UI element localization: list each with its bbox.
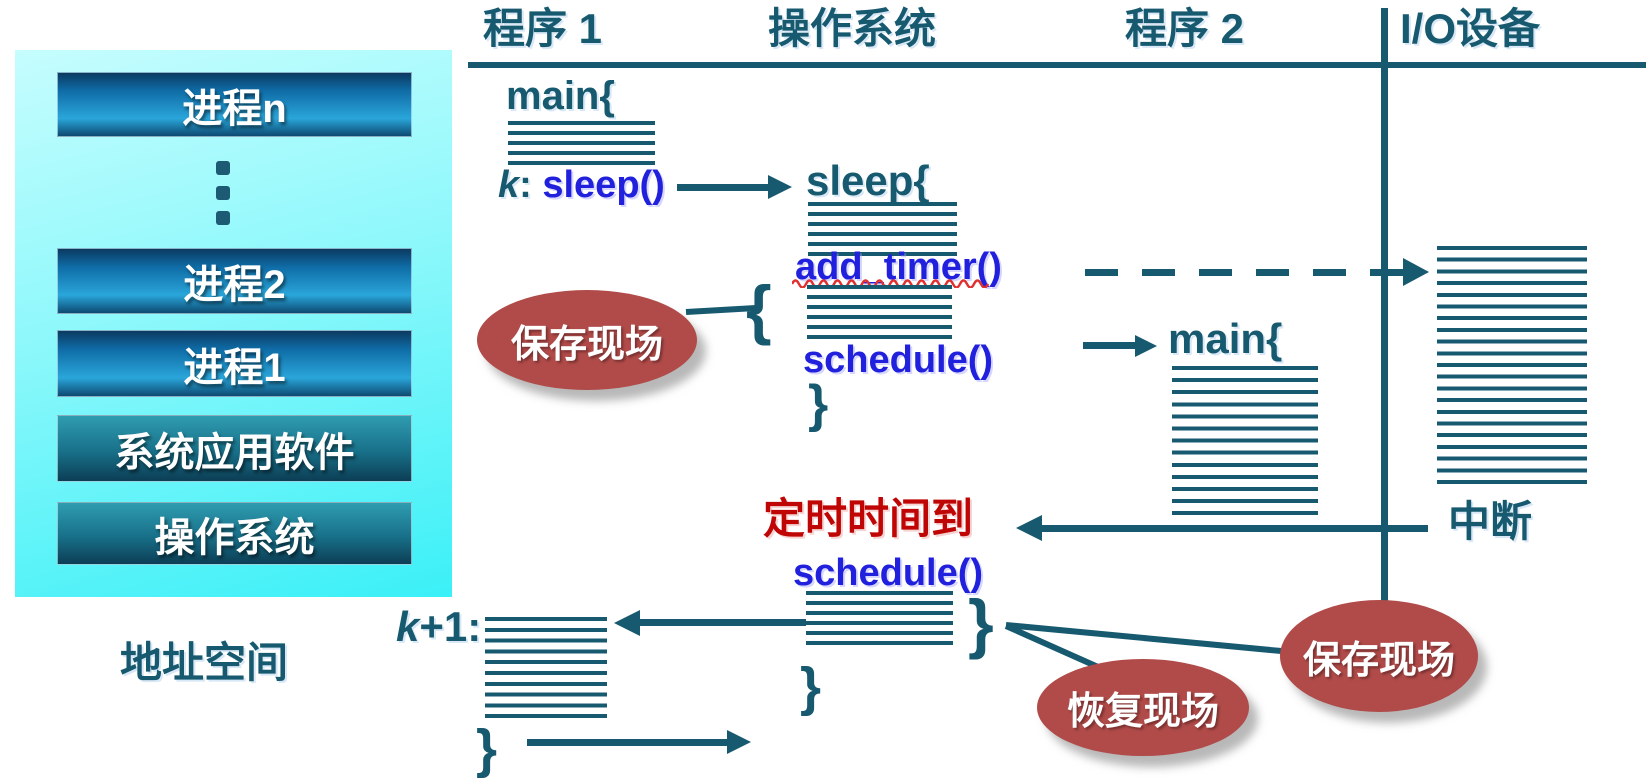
io-separator-line	[1381, 8, 1388, 602]
save-context-ellipse-right: 保存现场	[1280, 600, 1478, 712]
continue-arrowhead	[727, 730, 751, 754]
context-group-brace: }	[968, 586, 994, 660]
save-context-left-label: 保存现场	[510, 323, 663, 366]
continue-arrow	[527, 739, 727, 746]
process-n-label: 进程n	[182, 86, 287, 131]
process-1-bar: 进程1	[57, 330, 412, 397]
schedule-close-brace: }	[800, 657, 822, 717]
timer-dashed-arrowhead	[1403, 258, 1429, 286]
sleep-call: sleep()	[542, 164, 665, 206]
timer-dashed-arrow	[1085, 269, 1403, 276]
process-2-label: 进程2	[183, 263, 286, 307]
k1-close-brace: }	[476, 719, 498, 779]
prog1-main-open: main{	[506, 74, 615, 118]
column-header-program2: 程序 2	[1125, 5, 1245, 52]
save-context-connector-right	[1005, 622, 1284, 655]
return-arrow	[640, 619, 806, 626]
sleep-code-lines-2	[807, 285, 952, 339]
io-device-activity-lines	[1437, 246, 1587, 490]
timer-fired-label: 定时时间到	[763, 495, 974, 542]
sleep-code-lines-1	[808, 202, 957, 256]
ellipsis-dot	[216, 186, 230, 200]
sleep-open: sleep{	[806, 157, 930, 204]
schedule-code-lines	[806, 591, 953, 647]
system-software-bar: 系统应用软件	[57, 415, 412, 482]
os-bar-label: 操作系统	[154, 515, 315, 560]
sleep-call-arrow	[677, 184, 769, 191]
schedule-call-1: schedule()	[803, 339, 994, 381]
column-header-program1: 程序 1	[483, 5, 603, 52]
restore-context-ellipse: 恢复现场	[1037, 659, 1249, 756]
process-n-bar: 进程n	[57, 72, 412, 137]
prog2-code-lines	[1172, 366, 1318, 521]
add-timer-wavy-underline	[792, 279, 990, 288]
column-header-os: 操作系统	[768, 5, 937, 52]
header-rule	[468, 62, 1646, 68]
schedule-call-2: schedule()	[793, 552, 984, 594]
process-1-label: 进程1	[183, 345, 286, 390]
save-context-ellipse-left: 保存现场	[477, 290, 697, 390]
interrupt-label: 中断	[1448, 498, 1533, 545]
os-bar: 操作系统	[57, 502, 412, 565]
k1-suffix: +1:	[419, 603, 482, 650]
process-2-bar: 进程2	[57, 248, 412, 314]
k1-code-lines	[485, 617, 607, 718]
prog1-sleep-line: k: sleep()	[498, 166, 665, 204]
k1-line-label: k+1:	[396, 606, 481, 648]
k1-k-label: k	[396, 603, 420, 650]
dispatch-arrow	[1083, 342, 1135, 349]
prog1-code-lines	[508, 121, 655, 167]
restore-context-label: 恢复现场	[1066, 691, 1219, 733]
add-timer-call: add_timer()	[795, 246, 1002, 288]
interrupt-arrow	[1040, 525, 1428, 532]
system-software-label: 系统应用软件	[114, 430, 355, 475]
line-k-colon: :	[519, 164, 532, 206]
sleep-close-brace: }	[808, 375, 829, 433]
sleep-call-arrowhead	[768, 175, 792, 199]
ellipsis-dot	[216, 161, 230, 175]
save-context-right-label: 保存现场	[1302, 639, 1455, 682]
ellipsis-dot	[216, 211, 230, 225]
prog2-main-open: main{	[1168, 315, 1283, 362]
line-k-label: k	[498, 164, 520, 206]
dispatch-arrowhead	[1135, 335, 1157, 357]
save-context-brace: {	[746, 272, 772, 346]
return-arrowhead	[614, 610, 640, 636]
address-space-label: 地址空间	[120, 639, 289, 686]
column-header-io: I/O设备	[1400, 5, 1541, 52]
interrupt-arrowhead	[1016, 515, 1042, 541]
